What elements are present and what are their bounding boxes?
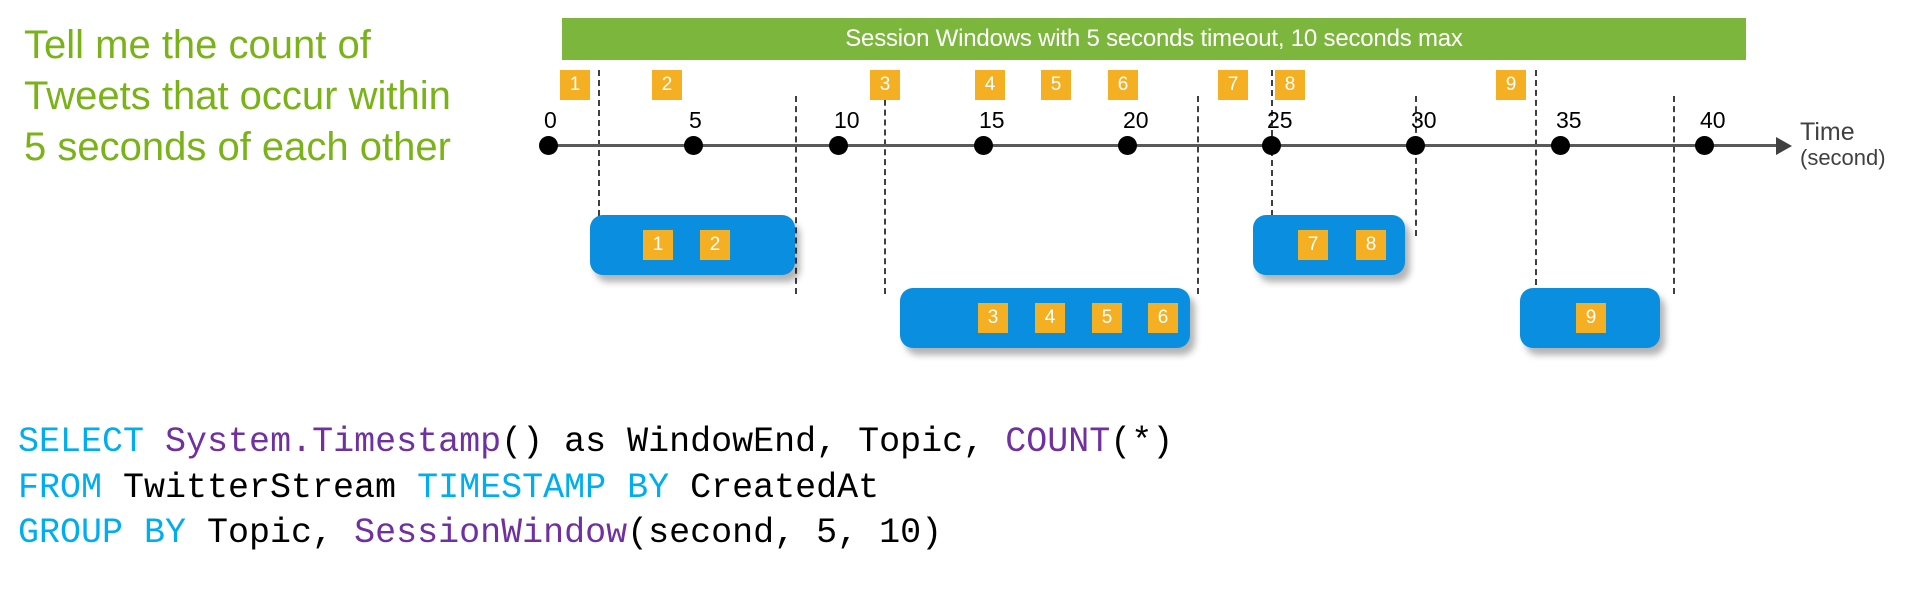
banner-title: Session Windows with 5 seconds timeout, … xyxy=(845,25,1463,52)
event-marker-in-window[interactable]: 3 xyxy=(978,303,1008,333)
event-marker-in-window[interactable]: 8 xyxy=(1356,230,1386,260)
sql-token: () as WindowEnd, Topic, xyxy=(501,422,1006,462)
sql-token: System.Timestamp xyxy=(165,422,502,462)
event-marker-in-window[interactable]: 5 xyxy=(1092,303,1122,333)
guide-line xyxy=(795,96,797,294)
sql-token: TwitterStream xyxy=(102,467,418,508)
event-marker-in-window[interactable]: 1 xyxy=(643,230,673,260)
axis-arrow-icon xyxy=(1776,137,1792,155)
axis-tick-dot xyxy=(684,136,703,155)
event-marker-in-window[interactable]: 4 xyxy=(1035,303,1065,333)
sql-token: GROUP BY xyxy=(18,513,187,553)
guide-line xyxy=(884,70,886,294)
sql-token: FROM xyxy=(18,467,103,508)
session-window-banner: Session Windows with 5 seconds timeout, … xyxy=(562,18,1746,60)
sql-token: Topic, xyxy=(186,513,355,553)
guide-line xyxy=(1197,96,1199,294)
axis-tick-label: 5 xyxy=(689,107,702,133)
event-marker[interactable]: 6 xyxy=(1108,70,1138,100)
session-window-box[interactable]: 9 xyxy=(1520,288,1660,348)
sql-token: COUNT xyxy=(1005,422,1111,462)
axis-tick-dot xyxy=(829,136,848,155)
axis-tick-label: 40 xyxy=(1700,107,1726,133)
event-marker[interactable]: 2 xyxy=(652,70,682,100)
sql-token: SELECT xyxy=(18,422,145,462)
event-marker-in-window[interactable]: 9 xyxy=(1576,303,1606,333)
event-marker-in-window[interactable]: 7 xyxy=(1298,230,1328,260)
event-marker[interactable]: 4 xyxy=(975,70,1005,100)
guide-line xyxy=(598,70,600,236)
sql-query: SELECT System.Timestamp() as WindowEnd, … xyxy=(18,420,1173,557)
guide-line xyxy=(1415,96,1417,236)
question-prompt: Tell me the count of Tweets that occur w… xyxy=(24,23,451,170)
sql-token: SessionWindow xyxy=(354,513,628,553)
axis-tick-dot xyxy=(1695,136,1714,155)
sql-line: SELECT System.Timestamp() as WindowEnd, … xyxy=(18,420,1173,466)
axis-tick-label: 10 xyxy=(834,107,860,133)
axis-caption-main: Time xyxy=(1800,118,1855,146)
axis-tick-dot xyxy=(539,136,558,155)
event-marker[interactable]: 8 xyxy=(1275,70,1305,100)
sql-token: (*) xyxy=(1110,422,1174,462)
event-marker[interactable]: 3 xyxy=(870,70,900,100)
event-marker[interactable]: 1 xyxy=(560,70,590,100)
axis-tick-dot xyxy=(1406,136,1425,155)
axis-tick-label: 0 xyxy=(544,107,557,133)
sql-token: (second, 5, 10) xyxy=(627,513,943,553)
axis-tick-dot xyxy=(1262,136,1281,155)
axis-tick-label: 30 xyxy=(1411,107,1437,133)
axis-tick-dot xyxy=(1551,136,1570,155)
axis-tick-label: 35 xyxy=(1556,107,1582,133)
time-axis xyxy=(548,144,1780,147)
guide-line xyxy=(1535,70,1537,295)
event-marker-in-window[interactable]: 6 xyxy=(1148,303,1178,333)
event-marker-in-window[interactable]: 2 xyxy=(700,230,730,260)
axis-tick-dot xyxy=(974,136,993,155)
sql-token: TIMESTAMP BY xyxy=(417,467,670,508)
event-marker[interactable]: 5 xyxy=(1041,70,1071,100)
sql-line: GROUP BY Topic, SessionWindow(second, 5,… xyxy=(18,511,1173,557)
guide-line xyxy=(1673,96,1675,294)
event-marker[interactable]: 7 xyxy=(1218,70,1248,100)
sql-token: CreatedAt xyxy=(669,467,880,508)
axis-caption: Time (second) xyxy=(1800,118,1886,171)
axis-tick-dot xyxy=(1118,136,1137,155)
axis-tick-label: 25 xyxy=(1267,107,1293,133)
axis-tick-label: 20 xyxy=(1123,107,1149,133)
axis-caption-sub: (second) xyxy=(1800,145,1886,170)
axis-tick-label: 15 xyxy=(979,107,1005,133)
event-marker[interactable]: 9 xyxy=(1496,70,1526,100)
sql-token xyxy=(144,422,165,462)
sql-line: FROM TwitterStream TIMESTAMP BY CreatedA… xyxy=(18,466,1173,512)
